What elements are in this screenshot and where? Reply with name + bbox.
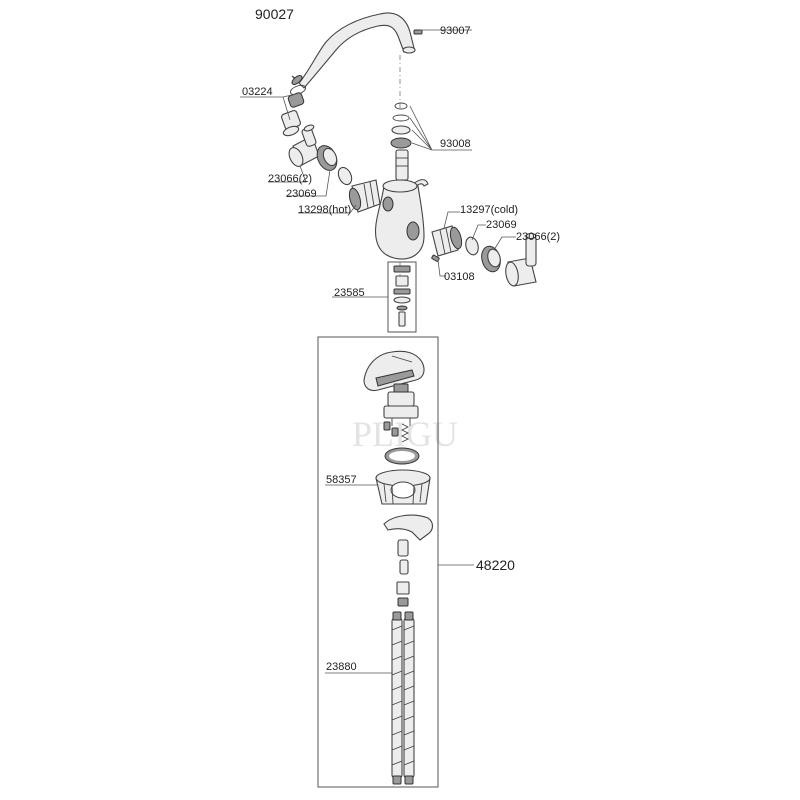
left-nut-part [316, 145, 338, 171]
label-assembly-group: 48220 [476, 557, 515, 573]
leader-nut-right [471, 224, 486, 241]
leader-cartridge-cold [443, 211, 460, 229]
leader-handle-right [493, 236, 516, 251]
lever-handle-part [363, 350, 425, 392]
leader-cartridge-hot [298, 204, 357, 214]
mount-ring-part [375, 469, 431, 505]
right-sleeve-part [481, 245, 501, 273]
threaded-rod-part [397, 539, 409, 575]
horseshoe-clip-part [383, 514, 434, 541]
label-mount-ring: 58357 [326, 474, 357, 486]
label-cartridge-cold: 13297(cold) [460, 204, 518, 216]
label-handle-left: 23066(2) [268, 173, 312, 185]
right-nut-part [465, 236, 479, 256]
hex-nut-part [396, 581, 410, 607]
spout-part [291, 12, 416, 89]
aerator-part [281, 84, 307, 137]
seal-set-part [390, 102, 412, 149]
flexible-hoses-part [391, 611, 415, 785]
cartridge-screws-part [383, 421, 399, 437]
label-cartridge-hot: 13298(hot) [298, 204, 351, 216]
label-nut-left: 23069 [286, 188, 317, 200]
assembly-group-box [317, 336, 439, 788]
tap-body-part [374, 149, 429, 260]
label-mounting-kit: 23585 [334, 287, 365, 299]
mounting-kit-box [387, 261, 417, 333]
label-seal-set: 93008 [440, 138, 471, 150]
spout-screw-part [413, 29, 423, 35]
label-nut-right: 23069 [486, 219, 517, 231]
leader-seal-set [409, 105, 472, 151]
label-hoses: 23880 [326, 661, 357, 673]
label-aerator: 03224 [242, 86, 273, 98]
label-spout-screw: 93007 [440, 25, 471, 37]
label-set-screw: 03108 [444, 271, 475, 283]
hot-cartridge-part [348, 179, 381, 213]
spring-part [400, 423, 410, 443]
cold-cartridge-part [431, 225, 463, 257]
label-handle-right: 23066(2) [516, 231, 560, 243]
set-screw-part [431, 254, 440, 262]
leader-aerator [240, 93, 297, 121]
mixer-cartridge-part [383, 383, 419, 426]
leader-nut-left [286, 169, 331, 197]
label-spout: 90027 [255, 6, 294, 22]
right-handle-part [505, 232, 537, 287]
left-sleeve-part [337, 166, 353, 186]
leader-handle-left [268, 165, 307, 183]
leader-set-screw [437, 259, 446, 277]
